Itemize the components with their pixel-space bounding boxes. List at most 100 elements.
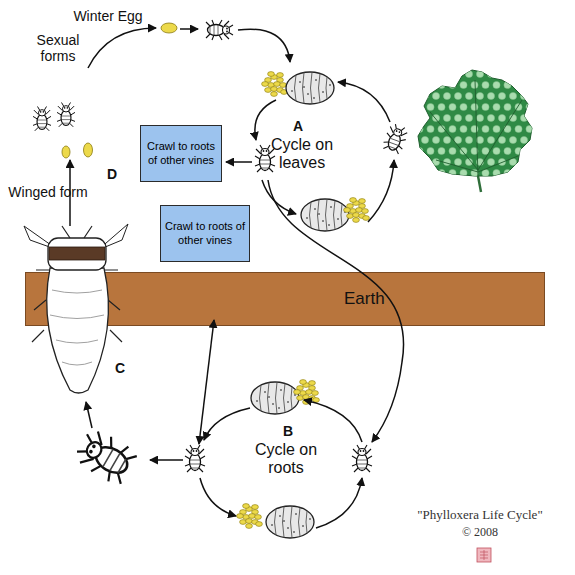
gall-spot <box>460 81 467 88</box>
gall-spot <box>509 92 516 99</box>
credit-year: © 2008 <box>392 526 568 540</box>
instruction-box: Crawl to roots of other vines <box>160 205 250 262</box>
leaf-cycle <box>262 72 288 97</box>
root-cycle <box>199 320 214 444</box>
sexual-forms <box>57 103 75 127</box>
cycle-label: Cycle on roots <box>246 441 326 478</box>
gall-spot <box>421 158 428 165</box>
gall-spot <box>449 147 456 154</box>
root-cycle <box>352 445 372 472</box>
gall-spot <box>427 147 434 154</box>
gall-spot <box>487 92 494 99</box>
gall-spot <box>493 125 500 132</box>
gall-spot <box>537 169 544 176</box>
winged-stage <box>62 226 92 238</box>
gall-spot <box>515 81 522 88</box>
copyright-seal <box>477 548 491 562</box>
gall-spot <box>443 136 450 143</box>
gall-spot <box>410 158 417 165</box>
gall-spot <box>465 136 472 143</box>
winged-stage <box>49 247 105 260</box>
gall-spot <box>449 81 456 88</box>
winged-stage <box>50 290 104 365</box>
gall-spot <box>460 103 467 110</box>
gall-spot <box>487 114 494 121</box>
gall-spot <box>416 169 423 176</box>
gall-spot <box>509 136 516 143</box>
winter-egg-path <box>180 28 198 30</box>
root-cycle <box>266 506 314 538</box>
sexual-forms <box>84 143 93 157</box>
gall-spot <box>416 125 423 132</box>
gall-spot <box>493 81 500 88</box>
gall-spot <box>520 136 527 143</box>
gall-spot <box>443 70 450 77</box>
gall-spot <box>432 92 439 99</box>
gall-spot <box>438 81 445 88</box>
gall-spot <box>520 114 527 121</box>
gall-spot <box>476 92 483 99</box>
gall-spot <box>421 114 428 121</box>
gall-spot <box>449 169 456 176</box>
gall-spot <box>432 70 439 77</box>
root-cycle <box>304 400 362 442</box>
gall-spot <box>520 92 527 99</box>
gall-spot <box>471 103 478 110</box>
gall-spot <box>504 81 511 88</box>
sexual-forms <box>62 146 70 158</box>
gall-spot <box>427 169 434 176</box>
gall-spot <box>531 92 538 99</box>
grape-leaf <box>478 176 481 192</box>
root-cycle <box>185 445 205 472</box>
gall-spot <box>432 114 439 121</box>
grape-leaf <box>418 70 532 176</box>
gall-spot <box>427 81 434 88</box>
root-cycle <box>150 320 372 538</box>
gall-spot <box>443 92 450 99</box>
gall-spot <box>460 125 467 132</box>
box-text: Crawl to roots of other vines <box>164 220 246 248</box>
gall-spot <box>526 169 533 176</box>
callout-letter: C <box>112 360 128 376</box>
winter-egg-path <box>88 28 156 68</box>
gall-spot <box>476 136 483 143</box>
gall-spot <box>410 136 417 143</box>
leaf-cycle <box>368 160 394 222</box>
gall-spot <box>465 70 472 77</box>
gall-spot <box>476 70 483 77</box>
gall-spot <box>421 70 428 77</box>
gall-spot <box>515 147 522 154</box>
root-cycle <box>237 504 263 529</box>
gall-spot <box>465 92 472 99</box>
gall-spot <box>487 70 494 77</box>
gall-spot <box>493 169 500 176</box>
gall-spot <box>515 169 522 176</box>
gall-spot <box>454 70 461 77</box>
gall-spot <box>493 147 500 154</box>
leaf-cycle <box>381 122 409 154</box>
gall-spot <box>454 158 461 165</box>
leaf-vein <box>430 80 522 176</box>
gall-spot <box>416 103 423 110</box>
gall-spot <box>410 114 417 121</box>
gall-spot <box>416 81 423 88</box>
root-cycle <box>251 382 299 414</box>
gall-spot <box>432 136 439 143</box>
gall-spot <box>438 147 445 154</box>
leaf-cycle <box>255 100 276 140</box>
root-cycle <box>150 459 183 461</box>
stage-label: Winged form <box>2 184 94 200</box>
gall-spot <box>520 70 527 77</box>
gall-spot <box>520 158 527 165</box>
gall-spot <box>526 81 533 88</box>
gall-spot <box>449 103 456 110</box>
sexual-forms <box>33 107 51 131</box>
leaf-cycle <box>338 82 390 122</box>
gall-spot <box>476 114 483 121</box>
winged-stage <box>48 238 106 270</box>
winter-egg-path <box>88 20 290 68</box>
gall-spot <box>449 125 456 132</box>
gall-spot <box>498 70 505 77</box>
root-cycle <box>316 478 362 528</box>
